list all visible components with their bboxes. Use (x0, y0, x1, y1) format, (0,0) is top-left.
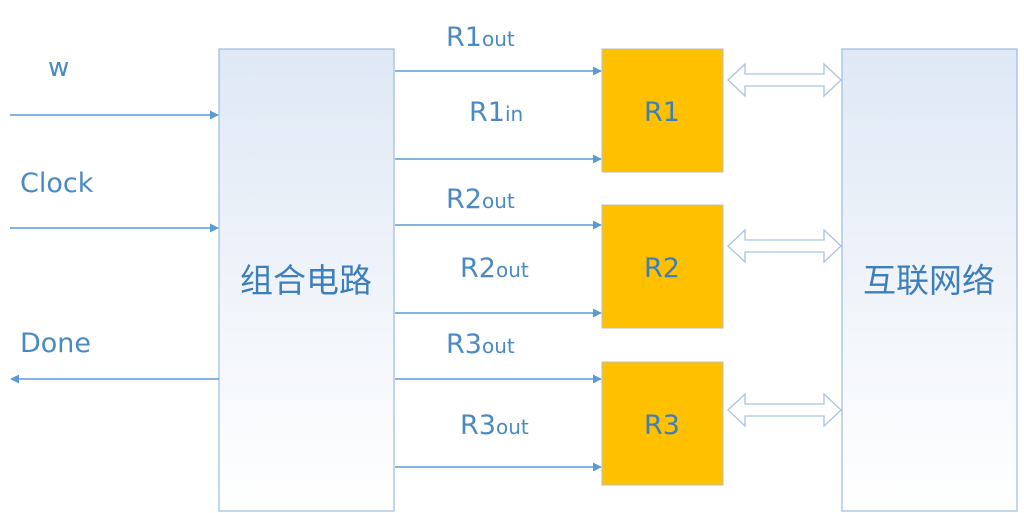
register-r1 (601, 48, 724, 173)
r3-bottom-signal-label: R3out (460, 410, 529, 441)
register-r3-label: R3 (644, 410, 680, 441)
r1-bidirectional-arrow (727, 62, 842, 98)
r2-bottom-signal-label: R2out (460, 253, 529, 284)
register-r3 (601, 361, 724, 486)
register-r2-label: R2 (644, 253, 680, 284)
register-r1-label: R1 (644, 97, 680, 128)
combinational-circuit-label: 组合电路 (240, 261, 372, 300)
r1-bottom-signal-label: R1in (469, 97, 523, 128)
r3-top-signal-label: R3out (446, 329, 515, 360)
register-r2 (601, 204, 724, 329)
interconnect-network-box (841, 48, 1018, 512)
r1-top-signal-label: R1out (446, 22, 515, 53)
r2-top-signal-label: R2out (446, 184, 515, 215)
input-label-w: w (48, 53, 69, 83)
r2-bidirectional-arrow (727, 228, 842, 264)
output-label-done: Done (20, 328, 91, 359)
r3-bidirectional-arrow (727, 392, 842, 428)
interconnect-network-label: 互联网络 (863, 261, 995, 300)
combinational-circuit-box (218, 48, 395, 512)
input-label-clock: Clock (20, 168, 94, 199)
